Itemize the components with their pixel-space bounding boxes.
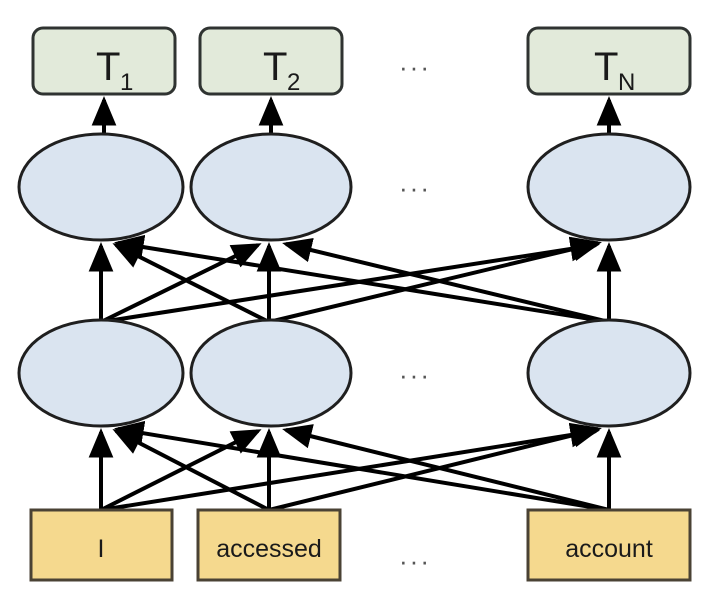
input-node-tok1[interactable]: I — [29, 508, 174, 582]
arrow-H1-2-to-H2-3 — [268, 236, 602, 324]
input-box-tok1[interactable] — [29, 508, 174, 582]
hidden-layer-2 — [17, 132, 692, 242]
output-label-T1: T — [96, 45, 120, 89]
arrow-H1-3-to-H2-2 — [282, 237, 610, 324]
output-subscript-T2: 2 — [287, 69, 300, 96]
input-box-tok2[interactable] — [196, 508, 342, 582]
arrow-tok1-to-H1-2 — [100, 429, 262, 512]
arrow-tok1-to-H1-3 — [100, 422, 600, 512]
hidden-node-H2-3[interactable] — [526, 132, 692, 242]
hidden-node-H1-1[interactable] — [17, 318, 185, 428]
arrow-H1-1-to-H2-3 — [100, 236, 600, 324]
input-label-tok2: accessed — [216, 535, 322, 563]
output-subscript-T1: 1 — [120, 69, 133, 96]
ellipsis-hidden-lower-row: ··· — [399, 360, 431, 390]
hidden-node-H2-1[interactable] — [17, 132, 185, 242]
output-node-T2[interactable]: T 2 — [198, 26, 344, 96]
output-label-T2: T — [263, 45, 287, 89]
input-label-tok3: account — [565, 535, 653, 563]
arrow-tok3-to-H1-2 — [282, 424, 610, 512]
hidden-node-H2-2[interactable] — [189, 132, 353, 242]
output-box-T2[interactable] — [198, 26, 344, 96]
input-node-tok3[interactable]: account — [526, 508, 692, 582]
output-node-TN[interactable]: T N — [526, 26, 692, 96]
output-box-T1[interactable] — [31, 26, 177, 96]
hidden-to-output-arrows — [91, 96, 622, 136]
output-label-TN: T — [594, 45, 618, 89]
output-node-T1[interactable]: T 1 — [31, 26, 177, 96]
arrow-tok2-to-H1-3 — [268, 423, 602, 512]
ellipsis-output-row: ··· — [399, 52, 431, 82]
arrow-H1-1-to-H2-2 — [100, 243, 262, 324]
fully-connected-hidden-arrows — [88, 234, 622, 324]
output-box-TN[interactable] — [526, 26, 692, 96]
ellipsis-markers: ··· ··· ··· ··· — [399, 52, 431, 576]
ellipsis-hidden-upper-row: ··· — [399, 173, 431, 203]
output-tag-layer: T 1 T 2 T N — [31, 26, 692, 96]
hidden-node-H1-2[interactable] — [189, 318, 353, 428]
arrow-H1-3-to-H2-1 — [114, 234, 610, 324]
arrow-tok3-to-H1-1 — [114, 420, 610, 512]
input-token-layer: I accessed account — [29, 508, 692, 582]
input-node-tok2[interactable]: accessed — [196, 508, 342, 582]
fully-connected-input-arrows — [88, 420, 622, 512]
hidden-node-H1-3[interactable] — [526, 318, 692, 428]
input-label-tok1: I — [98, 535, 105, 563]
input-box-tok3[interactable] — [526, 508, 692, 582]
ellipsis-input-row: ··· — [399, 546, 431, 576]
output-subscript-TN: N — [618, 69, 635, 96]
hidden-layer-1 — [17, 318, 692, 428]
